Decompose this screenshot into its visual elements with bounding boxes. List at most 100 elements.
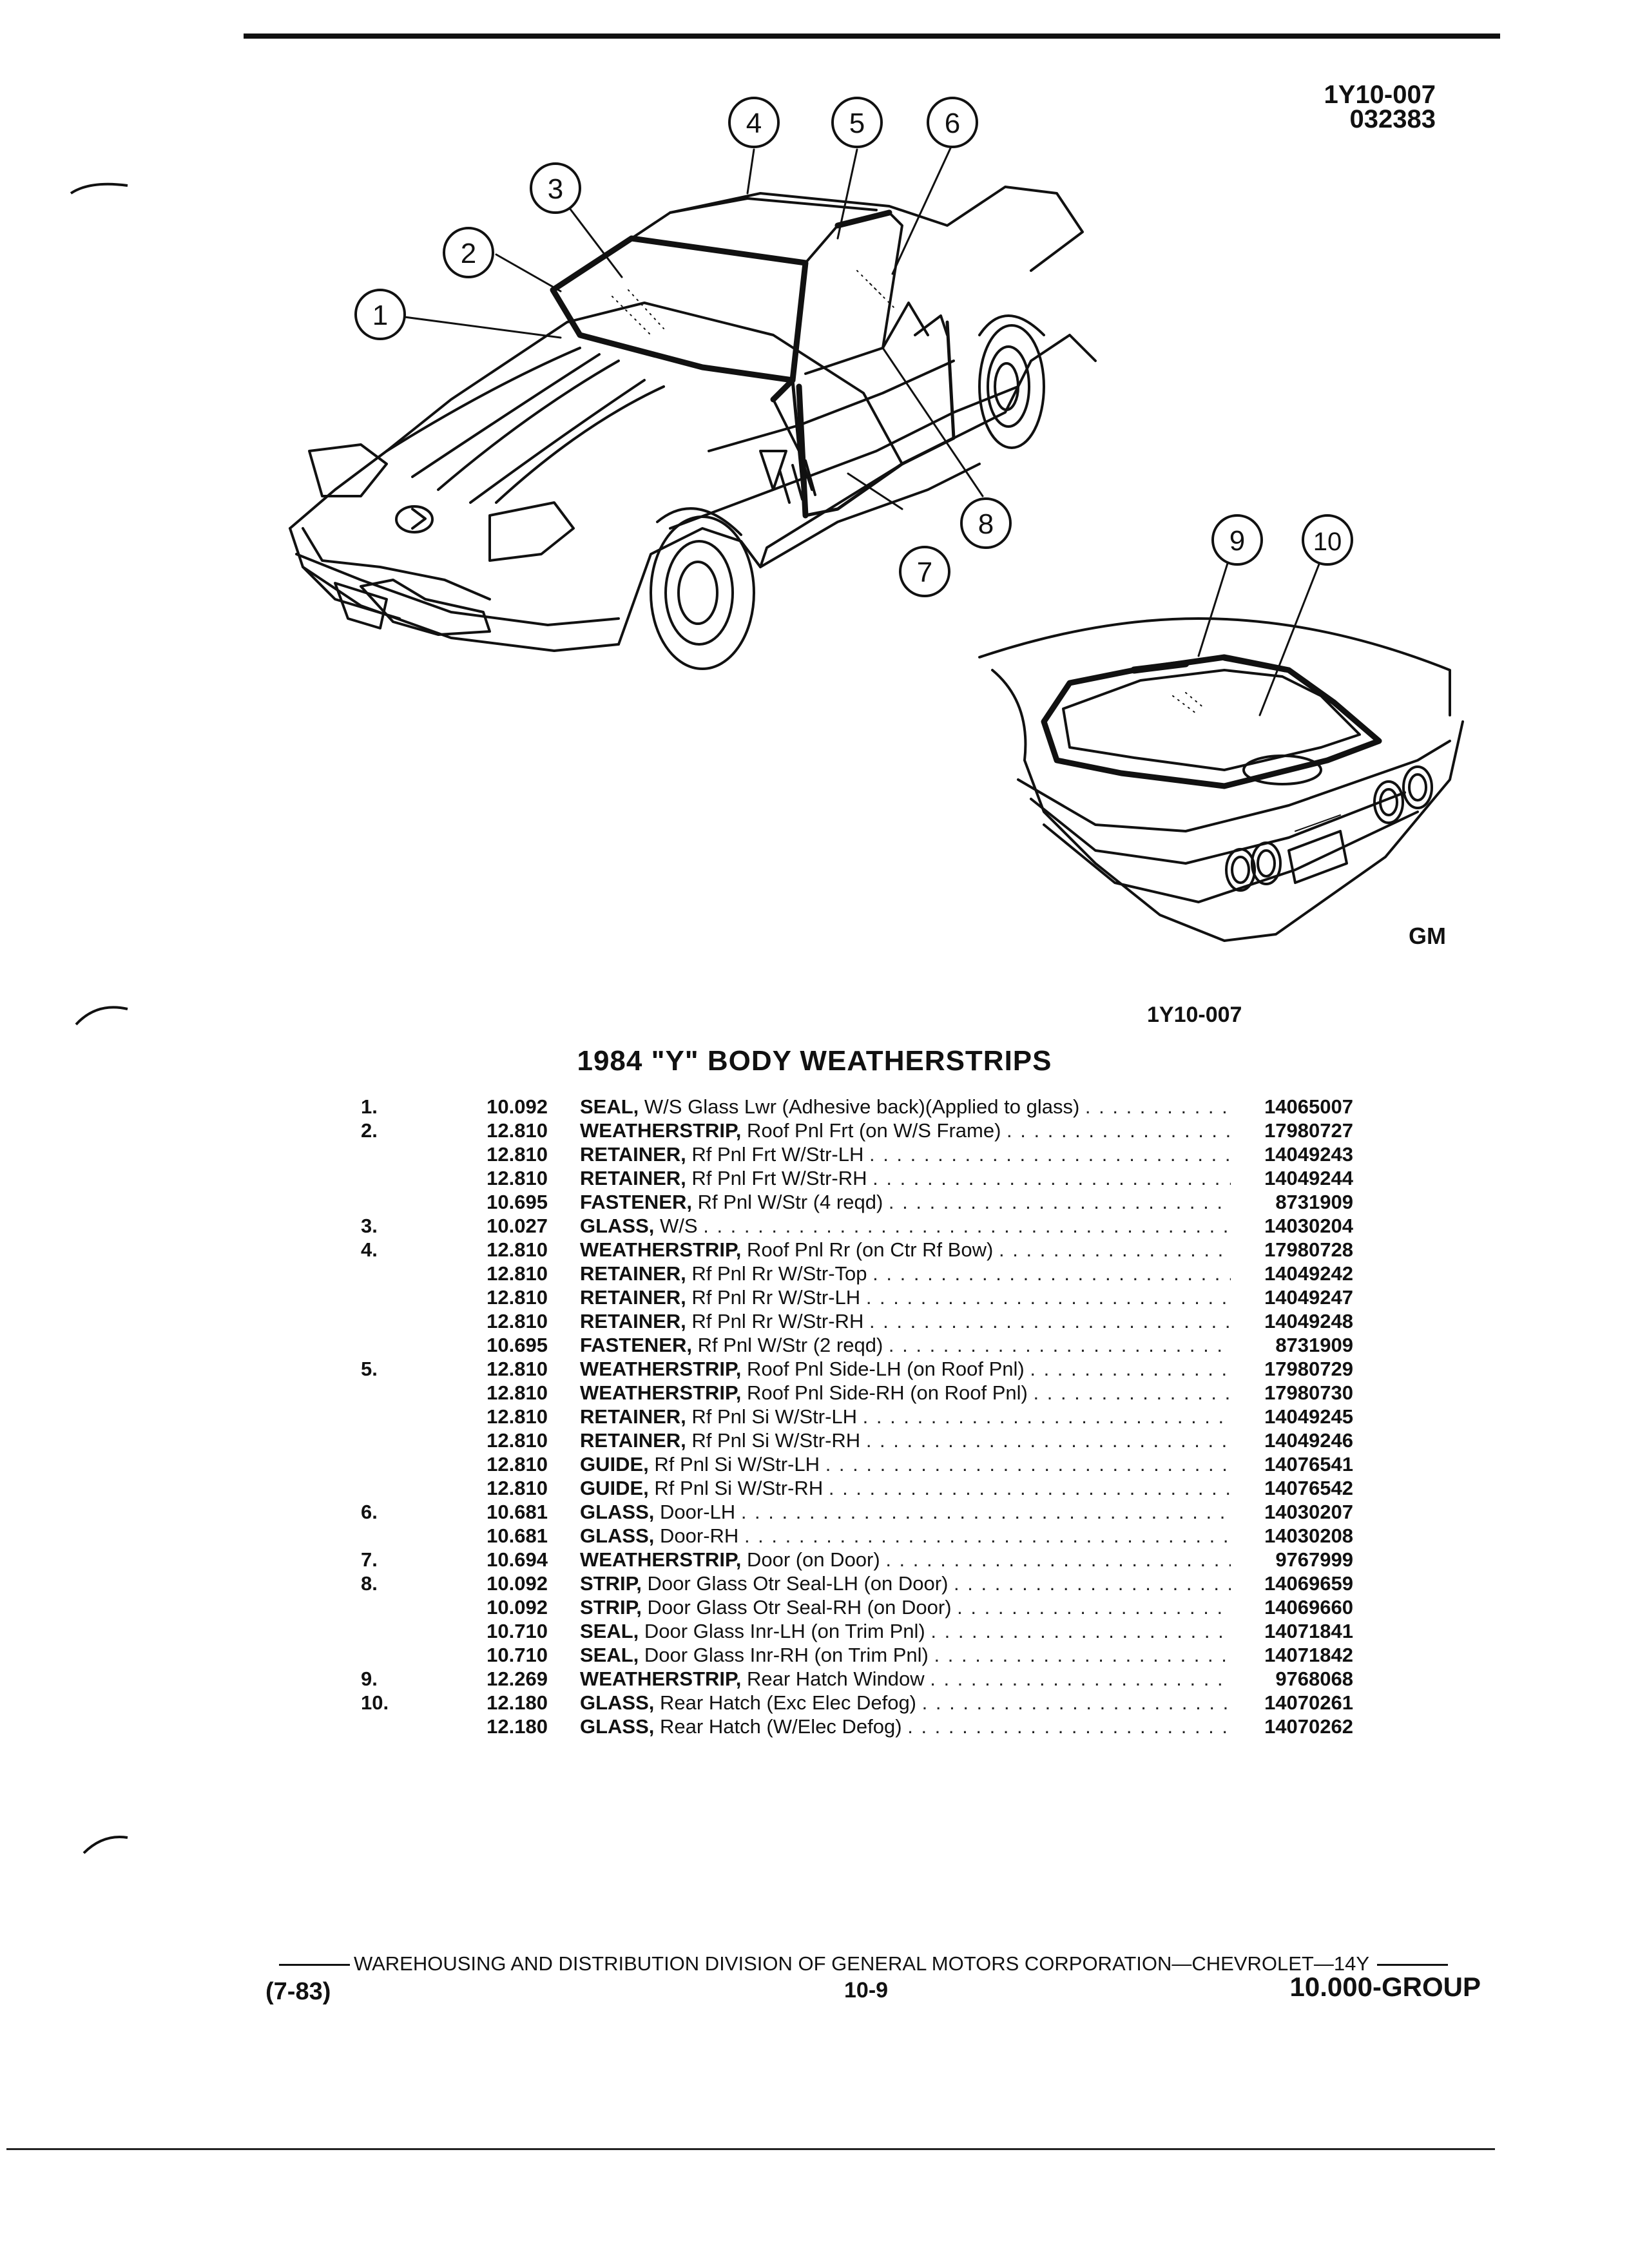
part-description: WEATHERSTRIP, Roof Pnl Side-LH (on Roof … [580, 1358, 1231, 1381]
gm-logo-mark: GM [1409, 923, 1446, 949]
group-number: 12.180 [487, 1715, 548, 1738]
dot-leader: . . . . . . . . . . . . . . . . . . . . … [872, 1262, 1231, 1285]
part-description: SEAL, Door Glass Inr-RH (on Trim Pnl) . … [580, 1644, 1231, 1667]
item-number: 4. [361, 1238, 378, 1261]
callout-10: 10 [1302, 514, 1353, 566]
part-name: GLASS, [580, 1501, 655, 1523]
group-number: 10.092 [487, 1596, 548, 1619]
part-description: FASTENER, Rf Pnl W/Str (4 reqd) . . . . … [580, 1191, 1231, 1214]
table-row: 10.681 GLASS, Door-RH . . . . . . . . . .… [0, 1524, 1629, 1548]
callout-number: 5 [849, 108, 865, 139]
item-number: 8. [361, 1572, 378, 1595]
part-name: RETAINER, [580, 1405, 686, 1428]
part-detail: Rear Hatch Window [746, 1667, 925, 1690]
part-number: 14049245 [1264, 1405, 1353, 1428]
part-detail: Rf Pnl Frt W/Str-RH [691, 1167, 867, 1189]
group-number: 12.810 [487, 1262, 548, 1285]
part-detail: Rf Pnl W/Str (2 reqd) [697, 1334, 883, 1356]
group-number: 12.810 [487, 1477, 548, 1499]
part-description: RETAINER, Rf Pnl Frt W/Str-RH . . . . . … [580, 1167, 1231, 1190]
part-number: 17980728 [1264, 1238, 1353, 1261]
part-number: 9768068 [1275, 1667, 1353, 1690]
dot-leader: . . . . . . . . . . . . . . . . . . . . … [865, 1429, 1231, 1452]
part-description: GLASS, W/S . . . . . . . . . . . . . . .… [580, 1215, 1231, 1238]
part-description: GLASS, Door-RH . . . . . . . . . . . . .… [580, 1524, 1231, 1548]
part-detail: Rf Pnl Rr W/Str-RH [691, 1310, 864, 1332]
bottom-rule [6, 2148, 1495, 2150]
part-description: WEATHERSTRIP, Roof Pnl Frt (on W/S Frame… [580, 1119, 1231, 1142]
part-description: RETAINER, Rf Pnl Si W/Str-RH . . . . . .… [580, 1429, 1231, 1452]
group-number: 12.810 [487, 1381, 548, 1404]
part-name: WEATHERSTRIP, [580, 1667, 742, 1690]
callout-number: 7 [917, 557, 932, 588]
part-detail: Roof Pnl Frt (on W/S Frame) [746, 1119, 1001, 1142]
part-name: RETAINER, [580, 1143, 686, 1166]
callout-2: 2 [443, 227, 494, 278]
part-detail: Door Glass Inr-RH (on Trim Pnl) [644, 1644, 929, 1666]
exploded-view-illustration: 1 2 3 4 5 6 7 8 [289, 97, 1464, 942]
callout-1: 1 [354, 289, 406, 340]
dot-leader: . . . . . . . . . . . . . . . . . . . . … [930, 1620, 1231, 1642]
group-number: 12.810 [487, 1310, 548, 1332]
part-name: RETAINER, [580, 1286, 686, 1309]
item-number: 1. [361, 1095, 378, 1118]
group-number: 10.681 [487, 1524, 548, 1547]
part-name: GLASS, [580, 1691, 655, 1714]
part-description: STRIP, Door Glass Otr Seal-RH (on Door) … [580, 1596, 1231, 1619]
part-detail: Rf Pnl Frt W/Str-LH [691, 1143, 864, 1166]
group-number: 12.269 [487, 1667, 548, 1690]
front-car-drawing [289, 186, 1097, 670]
part-detail: W/S Glass Lwr (Adhesive back)(Applied to… [644, 1095, 1080, 1118]
part-number: 8731909 [1275, 1334, 1353, 1356]
part-number: 14070262 [1264, 1715, 1353, 1738]
part-description: RETAINER, Rf Pnl Frt W/Str-LH . . . . . … [580, 1143, 1231, 1166]
dot-leader: . . . . . . . . . . . . . . . . . . . . … [1084, 1095, 1231, 1118]
part-description: SEAL, Door Glass Inr-LH (on Trim Pnl) . … [580, 1620, 1231, 1643]
margin-marks [70, 182, 128, 1854]
dot-leader: . . . . . . . . . . . . . . . . . . . . … [888, 1334, 1231, 1356]
part-description: GUIDE, Rf Pnl Si W/Str-RH . . . . . . . … [580, 1477, 1231, 1500]
group-number: 10.710 [487, 1620, 548, 1642]
reference-code: 1Y10-007 [1324, 81, 1436, 109]
dot-leader: . . . . . . . . . . . . . . . . . . . . … [930, 1667, 1231, 1690]
part-detail: W/S [660, 1215, 698, 1237]
part-name: GLASS, [580, 1524, 655, 1547]
leader-line-4 [746, 148, 755, 195]
callout-number: 4 [746, 108, 762, 139]
leader-line-9 [1197, 558, 1230, 657]
part-detail: Rf Pnl Rr W/Str-LH [691, 1286, 861, 1309]
part-description: WEATHERSTRIP, Roof Pnl Rr (on Ctr Rf Bow… [580, 1238, 1231, 1262]
part-number: 14069660 [1264, 1596, 1353, 1619]
figure-caption: 1Y10-007 [1147, 1003, 1242, 1027]
reference-block: 1Y10-007 032383 [1324, 81, 1436, 132]
part-number: 14076542 [1264, 1477, 1353, 1499]
part-detail: Rf Pnl Si W/Str-LH [654, 1453, 820, 1475]
footer-page-number: 10-9 [844, 1978, 889, 2003]
dot-leader: . . . . . . . . . . . . . . . . . . . . … [744, 1524, 1231, 1547]
footer-date: (7-83) [265, 1978, 331, 2005]
part-number: 14049243 [1264, 1143, 1353, 1166]
group-number: 12.810 [487, 1358, 548, 1380]
callout-number: 3 [548, 173, 563, 205]
part-description: WEATHERSTRIP, Roof Pnl Side-RH (on Roof … [580, 1381, 1231, 1405]
part-detail: Door-RH [660, 1524, 739, 1547]
part-detail: Rear Hatch (W/Elec Defog) [660, 1715, 902, 1738]
leader-line-8 [882, 347, 984, 497]
group-number: 12.810 [487, 1286, 548, 1309]
dot-leader: . . . . . . . . . . . . . . . . . . . . … [954, 1572, 1231, 1595]
leader-line-2 [495, 253, 562, 293]
callout-3: 3 [530, 162, 581, 214]
part-detail: Roof Pnl Side-LH (on Roof Pnl) [746, 1358, 1025, 1380]
part-number: 14076541 [1264, 1453, 1353, 1475]
part-name: WEATHERSTRIP, [580, 1238, 742, 1261]
group-number: 12.810 [487, 1405, 548, 1428]
dot-leader: . . . . . . . . . . . . . . . . . . . . … [888, 1191, 1231, 1213]
